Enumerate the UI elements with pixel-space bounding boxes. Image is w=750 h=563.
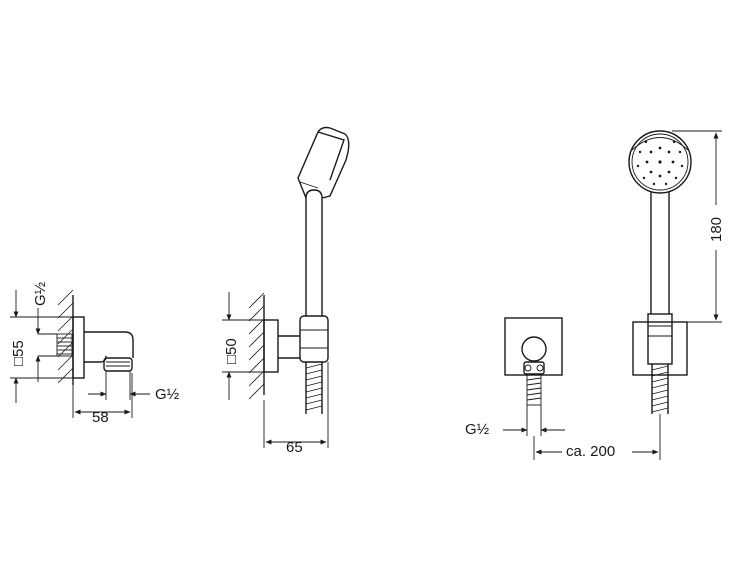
g-half-label-vertical: G½: [32, 281, 49, 306]
spray-nozzles: [636, 140, 684, 186]
square-50-label: □50: [223, 338, 240, 364]
hose-2: [305, 362, 323, 414]
holder-side-view: □50 65: [222, 126, 350, 456]
g-half-label-front: G½: [465, 421, 490, 438]
wall-outlet-front-view: G½: [465, 317, 565, 438]
wall-hatch-1: [57, 289, 74, 385]
dim-65-label: 65: [286, 439, 303, 456]
holder-front-view: 180 ca. 200: [533, 130, 725, 460]
wall-outlet-side-view: G½ □55 58 G½: [10, 281, 180, 426]
hose-3: [651, 364, 669, 414]
dim-ca-200-label: ca. 200: [566, 443, 615, 460]
square-55-label: □55: [10, 340, 27, 366]
dim-180-label: 180: [708, 217, 725, 242]
g-half-label-side: G½: [155, 386, 180, 403]
wall-hatch-2: [248, 292, 265, 400]
dim-58-label: 58: [92, 409, 109, 426]
